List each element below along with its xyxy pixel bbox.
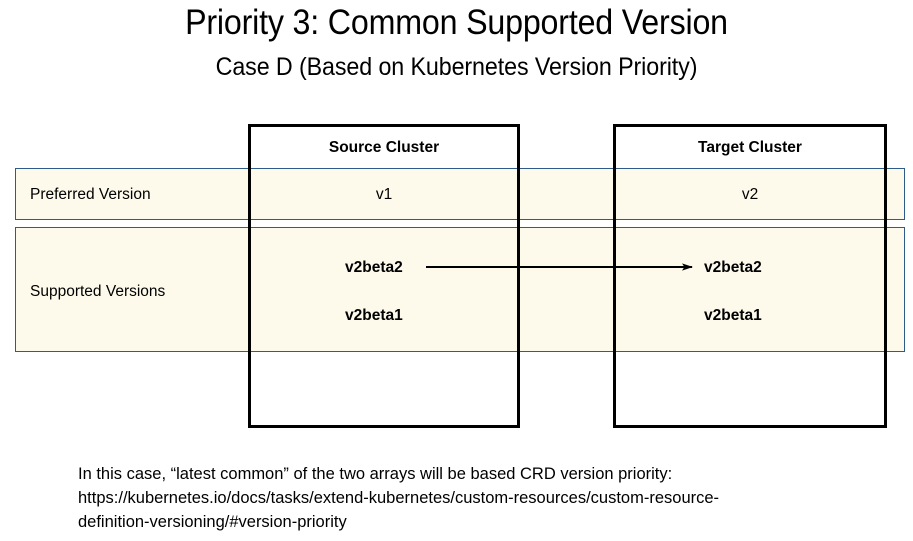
row-label-preferred-version: Preferred Version [30, 186, 151, 203]
source-supported-version-1: v2beta1 [345, 307, 403, 324]
target-cluster-header: Target Cluster [616, 127, 884, 168]
source-preferred-version-value: v1 [375, 186, 393, 203]
footer-note-line-2: https://kubernetes.io/docs/tasks/extend-… [78, 489, 720, 507]
target-supported-version-0: v2beta2 [704, 259, 762, 276]
source-supported-version-0: v2beta2 [345, 259, 403, 276]
footer-note-line-3: definition-versioning/#version-priority [78, 513, 347, 531]
source-cluster-box: Source Cluster [248, 124, 520, 428]
table-row-supported-versions: Supported Versions [15, 227, 905, 352]
target-supported-version-1: v2beta1 [704, 307, 762, 324]
page-subtitle: Case D (Based on Kubernetes Version Prio… [215, 53, 698, 81]
page-title: Priority 3: Common Supported Version [185, 3, 728, 42]
target-cluster-box: Target Cluster [613, 124, 887, 428]
row-label-supported-versions: Supported Versions [30, 283, 166, 300]
source-cluster-body [251, 168, 517, 425]
mapping-arrow-icon [426, 263, 693, 271]
footer-note-line-1: In this case, “latest common” of the two… [78, 465, 673, 483]
target-cluster-body [616, 168, 884, 425]
footer-note: In this case, “latest common” of the two… [78, 462, 868, 534]
table-row-preferred-version: Preferred Version [15, 168, 905, 220]
target-preferred-version-value: v2 [741, 186, 759, 203]
source-cluster-header: Source Cluster [251, 127, 517, 168]
